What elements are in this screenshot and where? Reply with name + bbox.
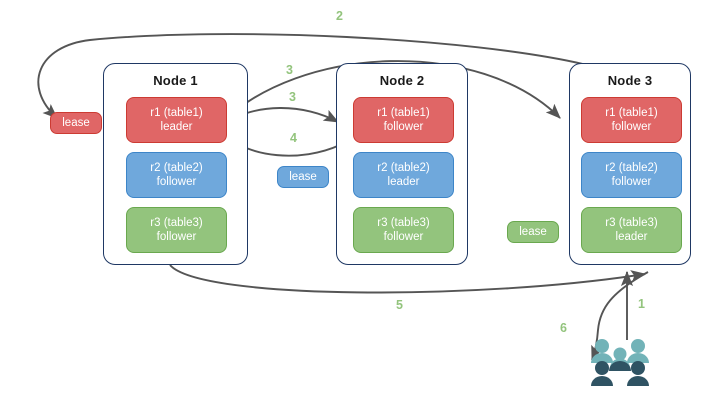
lease-badge-green[interactable]: lease [507,221,559,243]
replica-name: r1 (table1) [377,107,430,119]
replica-name: r2 (table2) [150,162,203,174]
replica-box[interactable]: r3 (table3) follower [126,207,227,253]
lease-badge-red[interactable]: lease [50,112,102,134]
node-container-2[interactable]: Node 2 r1 (table1) follower r2 (table2) … [336,63,468,265]
step-label-2: 2 [336,9,343,23]
node-title: Node 3 [607,73,653,88]
replica-box[interactable]: r2 (table2) follower [581,152,682,198]
replica-box[interactable]: r1 (table1) leader [126,97,227,143]
node-title: Node 1 [153,73,198,88]
replica-box[interactable]: r2 (table2) follower [126,152,227,198]
node-container-1[interactable]: Node 1 r1 (table1) leader r2 (table2) fo… [103,63,248,265]
arrow-step-6-node3-to-users [591,271,649,362]
step-label-5: 5 [396,298,403,312]
replica-name: r3 (table3) [605,217,658,229]
replica-role: follower [156,231,197,243]
replica-box[interactable]: r3 (table3) follower [353,207,454,253]
replica-box[interactable]: r2 (table2) leader [353,152,454,198]
replica-box[interactable]: r1 (table1) follower [581,97,682,143]
node-container-3[interactable]: Node 3 r1 (table1) follower r2 (table2) … [569,63,691,265]
lease-badge-blue[interactable]: lease [277,166,329,188]
replica-box[interactable]: r3 (table3) leader [581,207,682,253]
replica-name: r1 (table1) [605,107,658,119]
replica-name: r3 (table3) [150,217,203,229]
replica-role: follower [383,121,424,133]
replica-role: leader [387,176,420,188]
replica-role: leader [615,231,648,243]
users-group-icon [591,339,649,386]
replica-name: r2 (table2) [377,162,430,174]
arrow-step-3-node1-to-node3 [218,60,561,126]
replica-box[interactable]: r1 (table1) follower [353,97,454,143]
step-label-3-upper: 3 [286,63,293,77]
replica-role: follower [611,176,652,188]
step-label-4: 4 [290,131,297,145]
step-label-1: 1 [638,297,645,311]
replica-role: follower [156,176,197,188]
node-title: Node 2 [379,73,425,88]
replica-role: follower [611,121,652,133]
replica-name: r1 (table1) [150,107,203,119]
replica-role: leader [160,121,193,133]
step-label-6: 6 [560,321,567,335]
replica-name: r2 (table2) [605,162,658,174]
replica-role: follower [383,231,424,243]
step-label-3-lower: 3 [289,90,296,104]
arrow-step-2 [37,33,584,119]
replica-name: r3 (table3) [377,217,430,229]
arrow-step-5-node1-to-node3 [169,264,647,294]
